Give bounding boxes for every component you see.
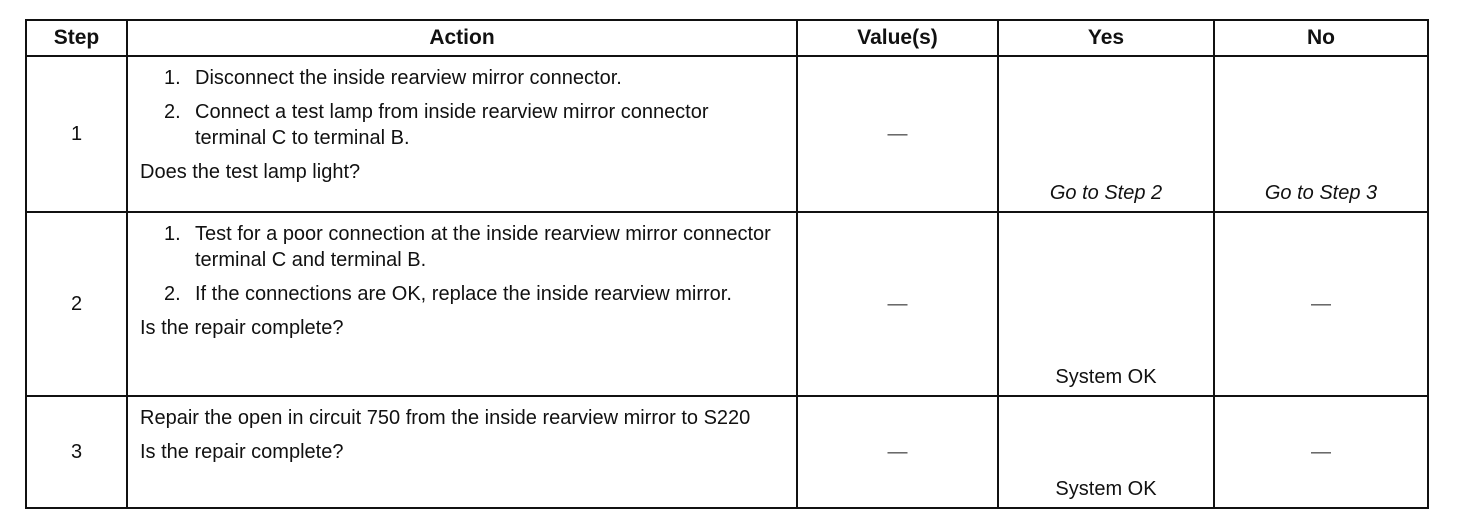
item-text: Connect a test lamp from inside rearview…: [195, 101, 709, 149]
step-number: 2: [25, 211, 128, 397]
step-number: 1: [25, 55, 128, 213]
yes-cell: System OK: [997, 211, 1215, 397]
value-dash: —: [887, 440, 908, 463]
yes-cell: Go to Step 2: [997, 55, 1215, 213]
question-text: Does the test lamp light?: [140, 161, 361, 183]
no-cell: —: [1213, 395, 1429, 509]
question-text: Is the repair complete?: [140, 441, 344, 463]
item-text: Test for a poor connection at the inside…: [195, 223, 771, 271]
table-row: 1 1. Disconnect the inside rearview mirr…: [25, 55, 1429, 213]
table-row: 2 1. Test for a poor connection at the i…: [25, 211, 1429, 397]
item-text: If the connections are OK, replace the i…: [195, 283, 732, 305]
list-item: 2. Connect a test lamp from inside rearv…: [164, 99, 784, 151]
list-item: 1. Test for a poor connection at the ins…: [164, 221, 784, 273]
action-list: 1. Disconnect the inside rearview mirror…: [140, 65, 784, 151]
action-cell: 1. Disconnect the inside rearview mirror…: [126, 55, 798, 213]
item-number: 2.: [164, 283, 181, 305]
item-text: Disconnect the inside rearview mirror co…: [195, 67, 622, 89]
value-cell: —: [796, 55, 999, 213]
header-no: No: [1213, 19, 1429, 57]
value-cell: —: [796, 395, 999, 509]
header-values: Value(s): [796, 19, 999, 57]
no-cell: Go to Step 3: [1213, 55, 1429, 213]
table-row: 3 Repair the open in circuit 750 from th…: [25, 395, 1429, 509]
yes-cell: System OK: [997, 395, 1215, 509]
item-number: 2.: [164, 101, 181, 123]
no-cell: —: [1213, 211, 1429, 397]
item-number: 1.: [164, 67, 181, 89]
value-cell: —: [796, 211, 999, 397]
header-step: Step: [25, 19, 128, 57]
action-cell: 1. Test for a poor connection at the ins…: [126, 211, 798, 397]
action-text: Repair the open in circuit 750 from the …: [140, 407, 751, 429]
action-list: 1. Test for a poor connection at the ins…: [140, 221, 784, 307]
action-cell: Repair the open in circuit 750 from the …: [126, 395, 798, 509]
item-number: 1.: [164, 223, 181, 245]
diagnostic-table: Step Action Value(s) Yes No 1 1. Disconn…: [25, 19, 1429, 509]
header-yes: Yes: [997, 19, 1215, 57]
value-dash: —: [887, 292, 908, 315]
header-row: Step Action Value(s) Yes No: [25, 19, 1429, 57]
list-item: 2. If the connections are OK, replace th…: [164, 281, 784, 307]
header-action: Action: [126, 19, 798, 57]
no-dash: —: [1311, 440, 1331, 463]
list-item: 1. Disconnect the inside rearview mirror…: [164, 65, 784, 91]
value-dash: —: [887, 122, 908, 145]
step-number: 3: [25, 395, 128, 509]
question-text: Is the repair complete?: [140, 317, 344, 339]
no-dash: —: [1311, 292, 1331, 315]
